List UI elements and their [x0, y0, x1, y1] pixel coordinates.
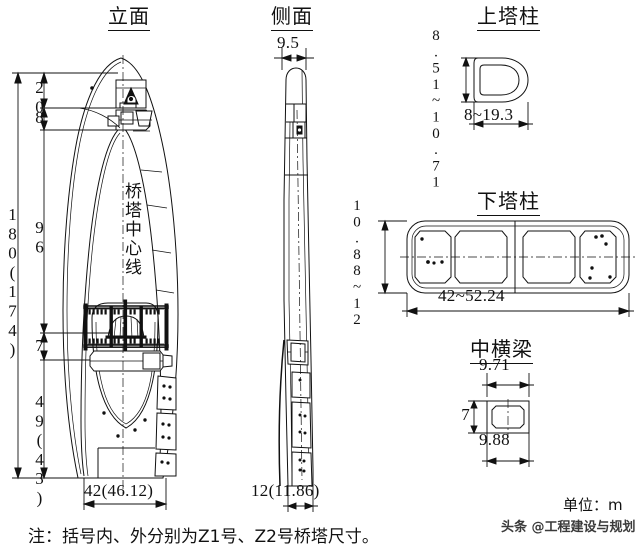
dim-label-lower-segment: 49(43)	[30, 392, 49, 508]
tower-crossbeam-band	[89, 350, 173, 372]
elevation-view-title: 立面	[108, 0, 150, 31]
drawing-note: 注：括号内、外分别为Z1号、Z2号桥塔尺寸。	[28, 527, 379, 547]
tower-lower-leg-cells	[154, 375, 177, 477]
watermark: 头条 @工程建设与规划	[501, 520, 636, 535]
dim-label-crossbeam-bottom-width: 9.88	[479, 430, 510, 449]
side-view-title: 侧面	[271, 0, 313, 31]
lower-tower-column-title: 下塔柱	[477, 185, 540, 216]
dim-label-crossbeam: 7	[30, 336, 49, 356]
dim-upper-col-width	[469, 102, 533, 130]
dim-label-lower-col-width: 42~52.24	[438, 286, 505, 305]
dim-base-width	[82, 478, 168, 510]
dim-upper-col-height	[461, 56, 478, 104]
middle-crossbeam-title: 中横梁	[470, 333, 533, 364]
middle-crossbeam-section	[468, 373, 534, 467]
deck-truss-assembly	[83, 299, 169, 355]
unit-label: 单位：m	[563, 496, 623, 514]
dim-label-base-width: 42(46.12)	[84, 481, 154, 500]
dim-chain	[40, 71, 48, 480]
dim-label-crossbeam-height: 7	[456, 405, 475, 425]
dim-label-crossbeam-top-width: 9.71	[479, 355, 510, 374]
side-crossbeam-detail	[286, 339, 309, 366]
dim-lower-col-height	[378, 219, 407, 295]
dim-label-lower-col-height: 10.88~12	[349, 198, 365, 329]
dim-crossbeam-height	[468, 399, 487, 435]
dim-side-base-width	[283, 486, 318, 512]
dim-label-upper-col-width: 8~19.3	[464, 105, 514, 124]
tower-leg-joints	[133, 130, 175, 294]
side-view-drawing	[274, 48, 318, 512]
dim-label-mid-segment: 96	[30, 218, 49, 257]
dim-label-upper-segment: 20	[30, 78, 49, 117]
tower-upper-anchor-detail	[107, 109, 153, 131]
dim-lower-col-width	[402, 293, 634, 317]
elevation-view-drawing	[12, 55, 179, 510]
dim-label-side-base-width: 12(11.86)	[251, 481, 320, 500]
dim-total-height	[14, 71, 22, 480]
upper-tower-column-section	[461, 56, 533, 130]
dim-label-side-top-width: 9.5	[277, 33, 300, 52]
dim-label-upper-anchor: 8	[30, 108, 49, 128]
dim-crossbeam-top-width	[482, 373, 534, 397]
dim-label-upper-col-height: 8.51~10.71	[428, 28, 444, 191]
side-apex-detail	[292, 103, 307, 139]
dim-label-total-height: 180(174)	[3, 205, 22, 360]
dim-crossbeam-bottom-width	[482, 433, 534, 467]
lower-tower-column-section	[378, 219, 636, 317]
upper-tower-column-title: 上塔柱	[477, 0, 540, 31]
elevation-centerline-label: 桥塔中心线	[121, 182, 141, 277]
tower-apex-detail	[115, 79, 147, 109]
side-centerline	[296, 109, 303, 481]
dim-side-top-width	[274, 48, 314, 70]
